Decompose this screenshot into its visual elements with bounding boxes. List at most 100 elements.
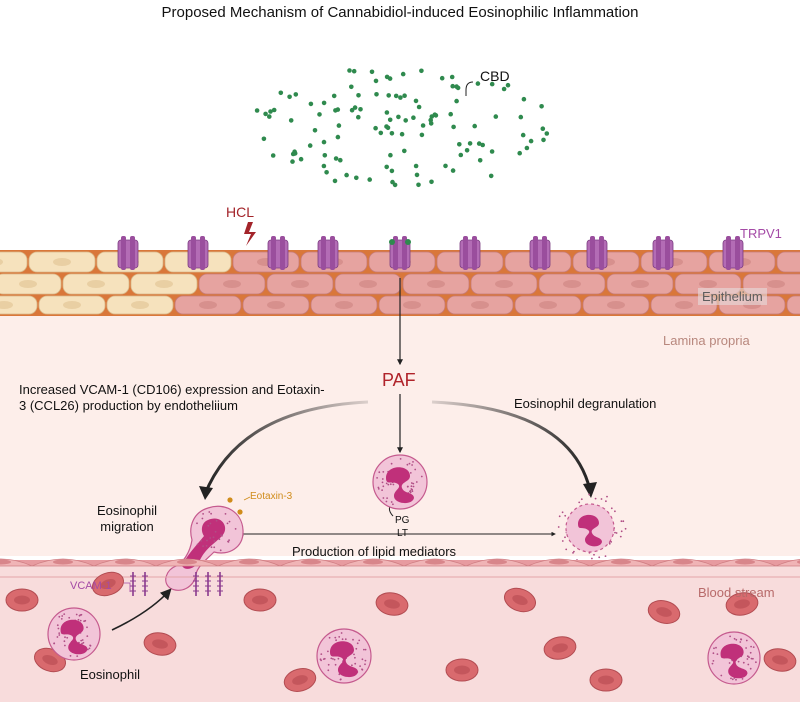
- degranulation-label: Eosinophil degranulation: [514, 396, 657, 411]
- granule-icon: [387, 483, 390, 486]
- cbd-particle: [458, 152, 464, 158]
- cbd-particle: [439, 75, 445, 81]
- granule-icon: [605, 500, 607, 503]
- vcam-receptor-icon: [130, 572, 136, 596]
- epithelial-cell: [446, 295, 514, 315]
- cbd-particle: [521, 96, 527, 102]
- cbd-particle: [292, 149, 297, 154]
- epithelial-cell: [130, 273, 198, 295]
- epithelial-cell: [106, 295, 174, 315]
- granule-icon: [573, 550, 575, 553]
- trpv1-channel-icon: [117, 236, 139, 270]
- granule-icon: [377, 488, 380, 490]
- granule-icon: [196, 522, 198, 525]
- granule-icon: [392, 483, 395, 486]
- vcam-receptor-icon: [142, 572, 148, 596]
- cbd-particle: [520, 132, 526, 138]
- red-blood-cell-icon: [725, 592, 759, 616]
- red-blood-cell-icon: [375, 592, 409, 616]
- cbd-particle: [518, 114, 524, 120]
- cbd-particle: [419, 68, 424, 74]
- granule-icon: [620, 520, 623, 523]
- trpv1-channel-icon: [586, 236, 608, 270]
- trpv1-channel-icon: [187, 236, 209, 270]
- granule-icon: [385, 482, 388, 485]
- cbd-particle: [467, 141, 473, 146]
- granule-icon: [409, 472, 412, 474]
- granule-icon: [224, 513, 227, 515]
- epithelium-label: Epithelium: [698, 288, 767, 305]
- cbd-particle: [414, 172, 420, 178]
- granule-icon: [610, 541, 613, 543]
- cbd-particle: [475, 81, 481, 86]
- granule-icon: [572, 552, 574, 554]
- blood-stream-label: Blood stream: [698, 585, 775, 600]
- cbd-particle: [539, 104, 544, 109]
- lipid-mediators-label: Production of lipid mediators: [292, 544, 457, 559]
- epithelial-cell: [538, 273, 606, 295]
- granule-icon: [201, 517, 204, 520]
- cbd-particle: [488, 173, 494, 179]
- epithelial-cell: [640, 251, 708, 273]
- cbd-particle: [267, 114, 272, 119]
- cbd-particle: [450, 83, 456, 89]
- cbd-particle: [399, 131, 405, 137]
- granule-icon: [228, 520, 231, 523]
- cbd-particle: [428, 121, 434, 126]
- red-blood-cell-icon: [543, 636, 577, 660]
- cbd-particle: [356, 93, 361, 98]
- cbd-leader-line: [465, 81, 474, 96]
- epithelial-cell: [402, 273, 470, 295]
- granule-icon: [614, 510, 616, 513]
- granule-icon: [210, 512, 213, 515]
- cbd-particle: [321, 139, 327, 145]
- granule-icon: [606, 495, 608, 498]
- granule-icon: [210, 546, 213, 549]
- cbd-particle: [293, 92, 299, 97]
- epithelial-cell: [28, 251, 96, 273]
- epithelial-cell: [514, 295, 582, 315]
- cbd-particle: [307, 143, 313, 148]
- granule-icon: [219, 549, 222, 552]
- granule-icon: [381, 489, 383, 491]
- cbd-particle: [335, 134, 341, 140]
- cbd-particle: [354, 175, 359, 181]
- cbd-particle: [501, 86, 507, 92]
- granule-icon: [213, 546, 216, 549]
- vcam-leader-line: [124, 582, 131, 592]
- cbd-particle: [443, 163, 448, 169]
- cbd-particle: [396, 114, 401, 120]
- granule-icon: [389, 483, 392, 486]
- cbd-particle: [413, 98, 419, 104]
- epithelial-cell: [310, 295, 378, 315]
- cbd-label: CBD: [480, 68, 510, 84]
- red-blood-cell-icon: [143, 632, 177, 656]
- granule-icon: [220, 534, 223, 537]
- cbd-particle: [398, 95, 403, 100]
- cbd-particle: [384, 110, 390, 115]
- granule-icon: [415, 481, 418, 483]
- granule-icon: [565, 548, 568, 551]
- cbd-particle: [419, 132, 425, 138]
- granule-icon: [410, 482, 413, 484]
- cbd-particle: [278, 90, 284, 96]
- granule-icon: [377, 486, 380, 489]
- lightning-icon: [244, 222, 256, 246]
- cbd-particle: [457, 142, 462, 147]
- granule-icon: [604, 555, 607, 557]
- granule-icon: [600, 498, 603, 500]
- granule-icon: [215, 519, 218, 522]
- vcam-receptor-icon: [193, 572, 199, 596]
- cbd-particle: [420, 123, 426, 128]
- red-blood-cell-icon: [283, 668, 317, 692]
- granule-icon: [196, 543, 199, 546]
- trpv1-channel-icon: [529, 236, 551, 270]
- cbd-particle: [290, 159, 295, 164]
- trpv1-label: TRPV1: [740, 226, 782, 241]
- cbd-particle: [321, 163, 327, 169]
- epithelial-cell: [582, 295, 650, 315]
- eosinophil-cell-icon: [707, 631, 761, 685]
- degranulating-eosinophil-icon: [557, 493, 627, 564]
- cbd-particle-cloud: [254, 68, 550, 188]
- cbd-particle: [402, 93, 407, 98]
